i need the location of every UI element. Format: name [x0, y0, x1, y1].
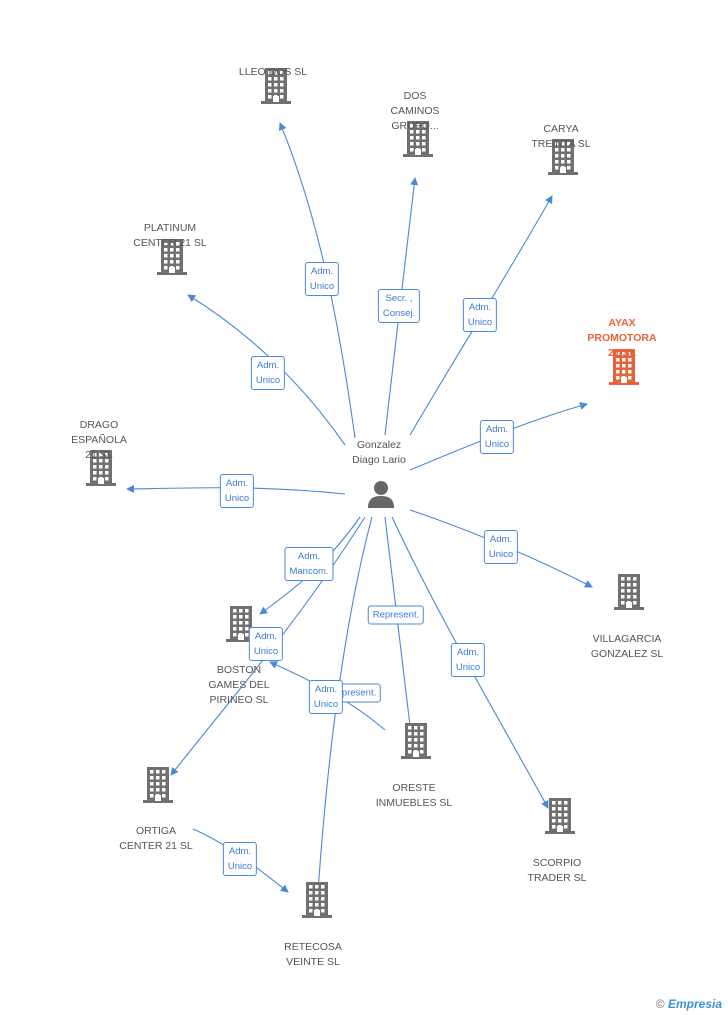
edge-label-platinum[interactable]: Adm. Unico [250, 356, 286, 390]
edge-line [384, 516, 415, 735]
building-icon[interactable] [403, 121, 433, 157]
company-node-drago[interactable]: DRAGO ESPAÑOLA 21 SL [71, 419, 127, 461]
edge-line [314, 516, 373, 893]
edge-label-oreste[interactable]: Represent. [367, 605, 425, 625]
building-icon[interactable] [86, 450, 116, 486]
copyright-symbol: © [655, 997, 665, 1011]
edge-label-carya[interactable]: Adm. Unico [462, 298, 498, 332]
company-node-lleo[interactable]: LLEO DOS SL [238, 66, 308, 78]
edge-label-drago[interactable]: Adm. Unico [219, 474, 255, 508]
edge-label-lleo[interactable]: Adm. Unico [304, 262, 340, 296]
company-node-scorpio[interactable]: SCORPIO TRADER SL [527, 857, 587, 884]
edge-label-ayax[interactable]: Adm. Unico [479, 420, 515, 454]
building-icon[interactable] [401, 723, 431, 759]
edge-label-boston-unico[interactable]: Adm. Unico [248, 627, 284, 661]
company-node-retecosa[interactable]: RETECOSA VEINTE SL [284, 941, 342, 968]
building-icon[interactable] [261, 68, 291, 104]
company-node-dos[interactable]: DOS CAMINOS GRUPO... [390, 90, 440, 132]
building-icon[interactable] [548, 139, 578, 175]
building-icon[interactable] [226, 606, 256, 642]
company-node-villagarcia[interactable]: VILLAGARCIA GONZALEZ SL [590, 633, 664, 660]
edge-label-ortiga-retecosa[interactable]: Adm. Unico [222, 842, 258, 876]
company-node-boston[interactable]: BOSTON GAMES DEL PIRINEO SL [208, 664, 270, 706]
building-icon[interactable] [143, 767, 173, 803]
company-node-ayax[interactable]: AYAX PROMOTORA 21 SL [587, 317, 657, 359]
edge-label-retecosa-unico[interactable]: Adm. Unico [308, 680, 344, 714]
company-node-carya[interactable]: CARYA TREINTA SL [531, 123, 591, 150]
edge-label-scorpio[interactable]: Adm. Unico [450, 643, 486, 677]
center-person-name[interactable]: Gonzalez Diago Lario [352, 439, 406, 466]
footer-brand: © Empresia [656, 997, 722, 1011]
company-node-platinum[interactable]: PLATINUM CENTER 21 SL [133, 222, 207, 249]
building-icon[interactable] [157, 239, 187, 275]
building-icon[interactable] [545, 798, 575, 834]
edge-label-boston-mancom[interactable]: Adm. Mancom. [284, 547, 334, 581]
brand-name: Empresia [667, 997, 722, 1011]
building-icon[interactable] [302, 882, 332, 918]
person-icon[interactable] [367, 479, 395, 514]
edge-label-villagarcia[interactable]: Adm. Unico [483, 530, 519, 564]
company-node-oreste[interactable]: ORESTE INMUEBLES SL [375, 782, 453, 809]
company-node-ortiga[interactable]: ORTIGA CENTER 21 SL [119, 825, 193, 852]
building-icon[interactable] [609, 349, 639, 385]
edge-label-dos[interactable]: Secr. , Consej. [377, 289, 421, 323]
building-icon[interactable] [614, 574, 644, 610]
